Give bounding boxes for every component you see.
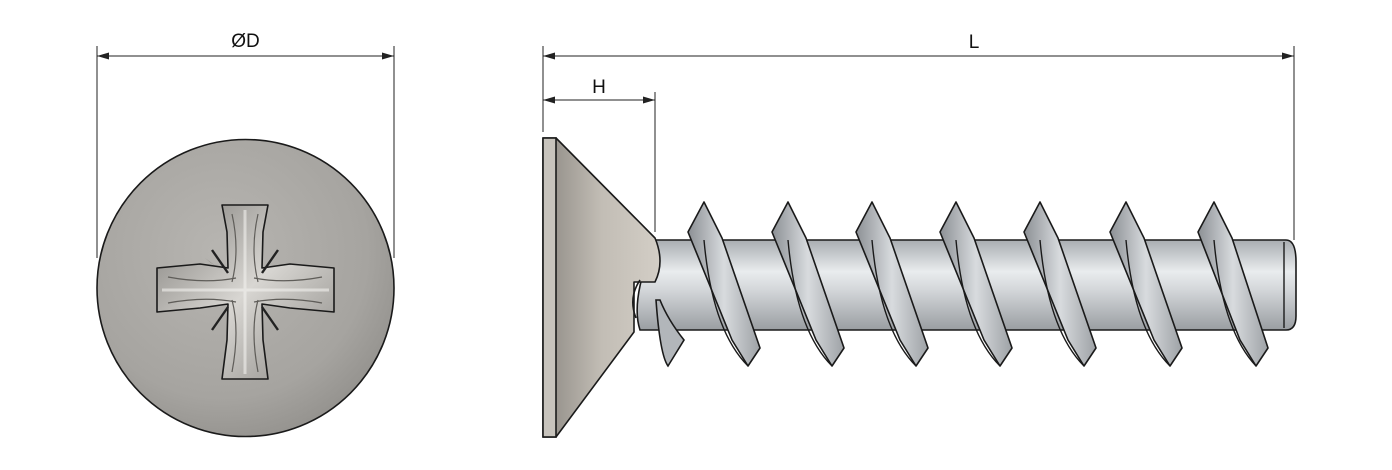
head-height-dimension: H	[543, 77, 656, 232]
thread-flights	[655, 201, 1269, 368]
length-label: L	[969, 32, 980, 53]
countersunk-head	[542, 137, 661, 438]
length-dimension: L	[542, 32, 1295, 240]
screw-side-view: L H	[542, 32, 1297, 438]
thread-flight	[855, 201, 929, 367]
thread-flight	[939, 201, 1013, 367]
thread-flight	[1109, 201, 1183, 367]
head-height-label: H	[592, 77, 606, 98]
diameter-dimension: ØD	[96, 31, 395, 258]
head-top-view: ØD	[96, 31, 395, 438]
thread-flight	[1023, 201, 1097, 367]
thread-flight	[1197, 201, 1269, 367]
thread-flight	[687, 201, 761, 367]
diameter-label: ØD	[231, 31, 260, 52]
pozidriv-cross-icon	[156, 204, 335, 380]
thread-flight	[771, 201, 845, 367]
